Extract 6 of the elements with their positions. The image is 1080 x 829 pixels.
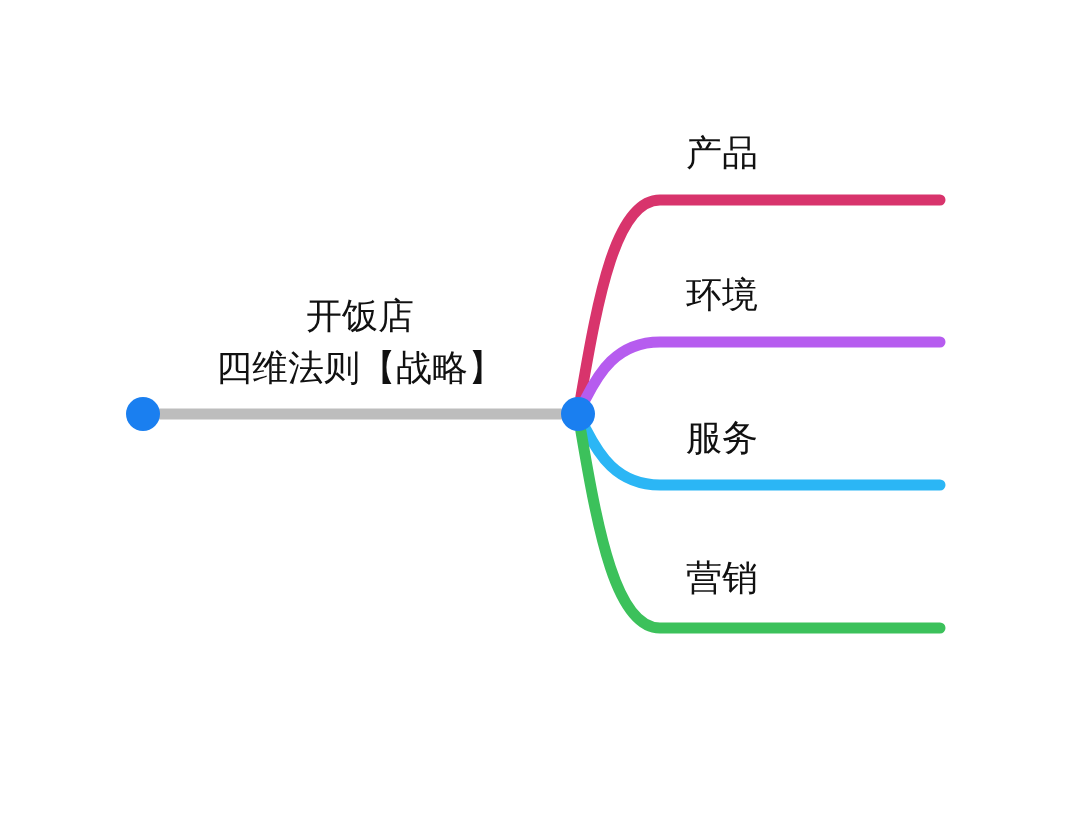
edge-label: 营销 [686, 556, 758, 600]
edge-label: 环境 [686, 273, 758, 317]
edge-label: 产品 [686, 131, 758, 175]
branch-line [580, 336, 946, 405]
edge-label: 开饭店四维法则【战略】 [216, 294, 504, 391]
edge-label: 服务 [686, 416, 758, 460]
